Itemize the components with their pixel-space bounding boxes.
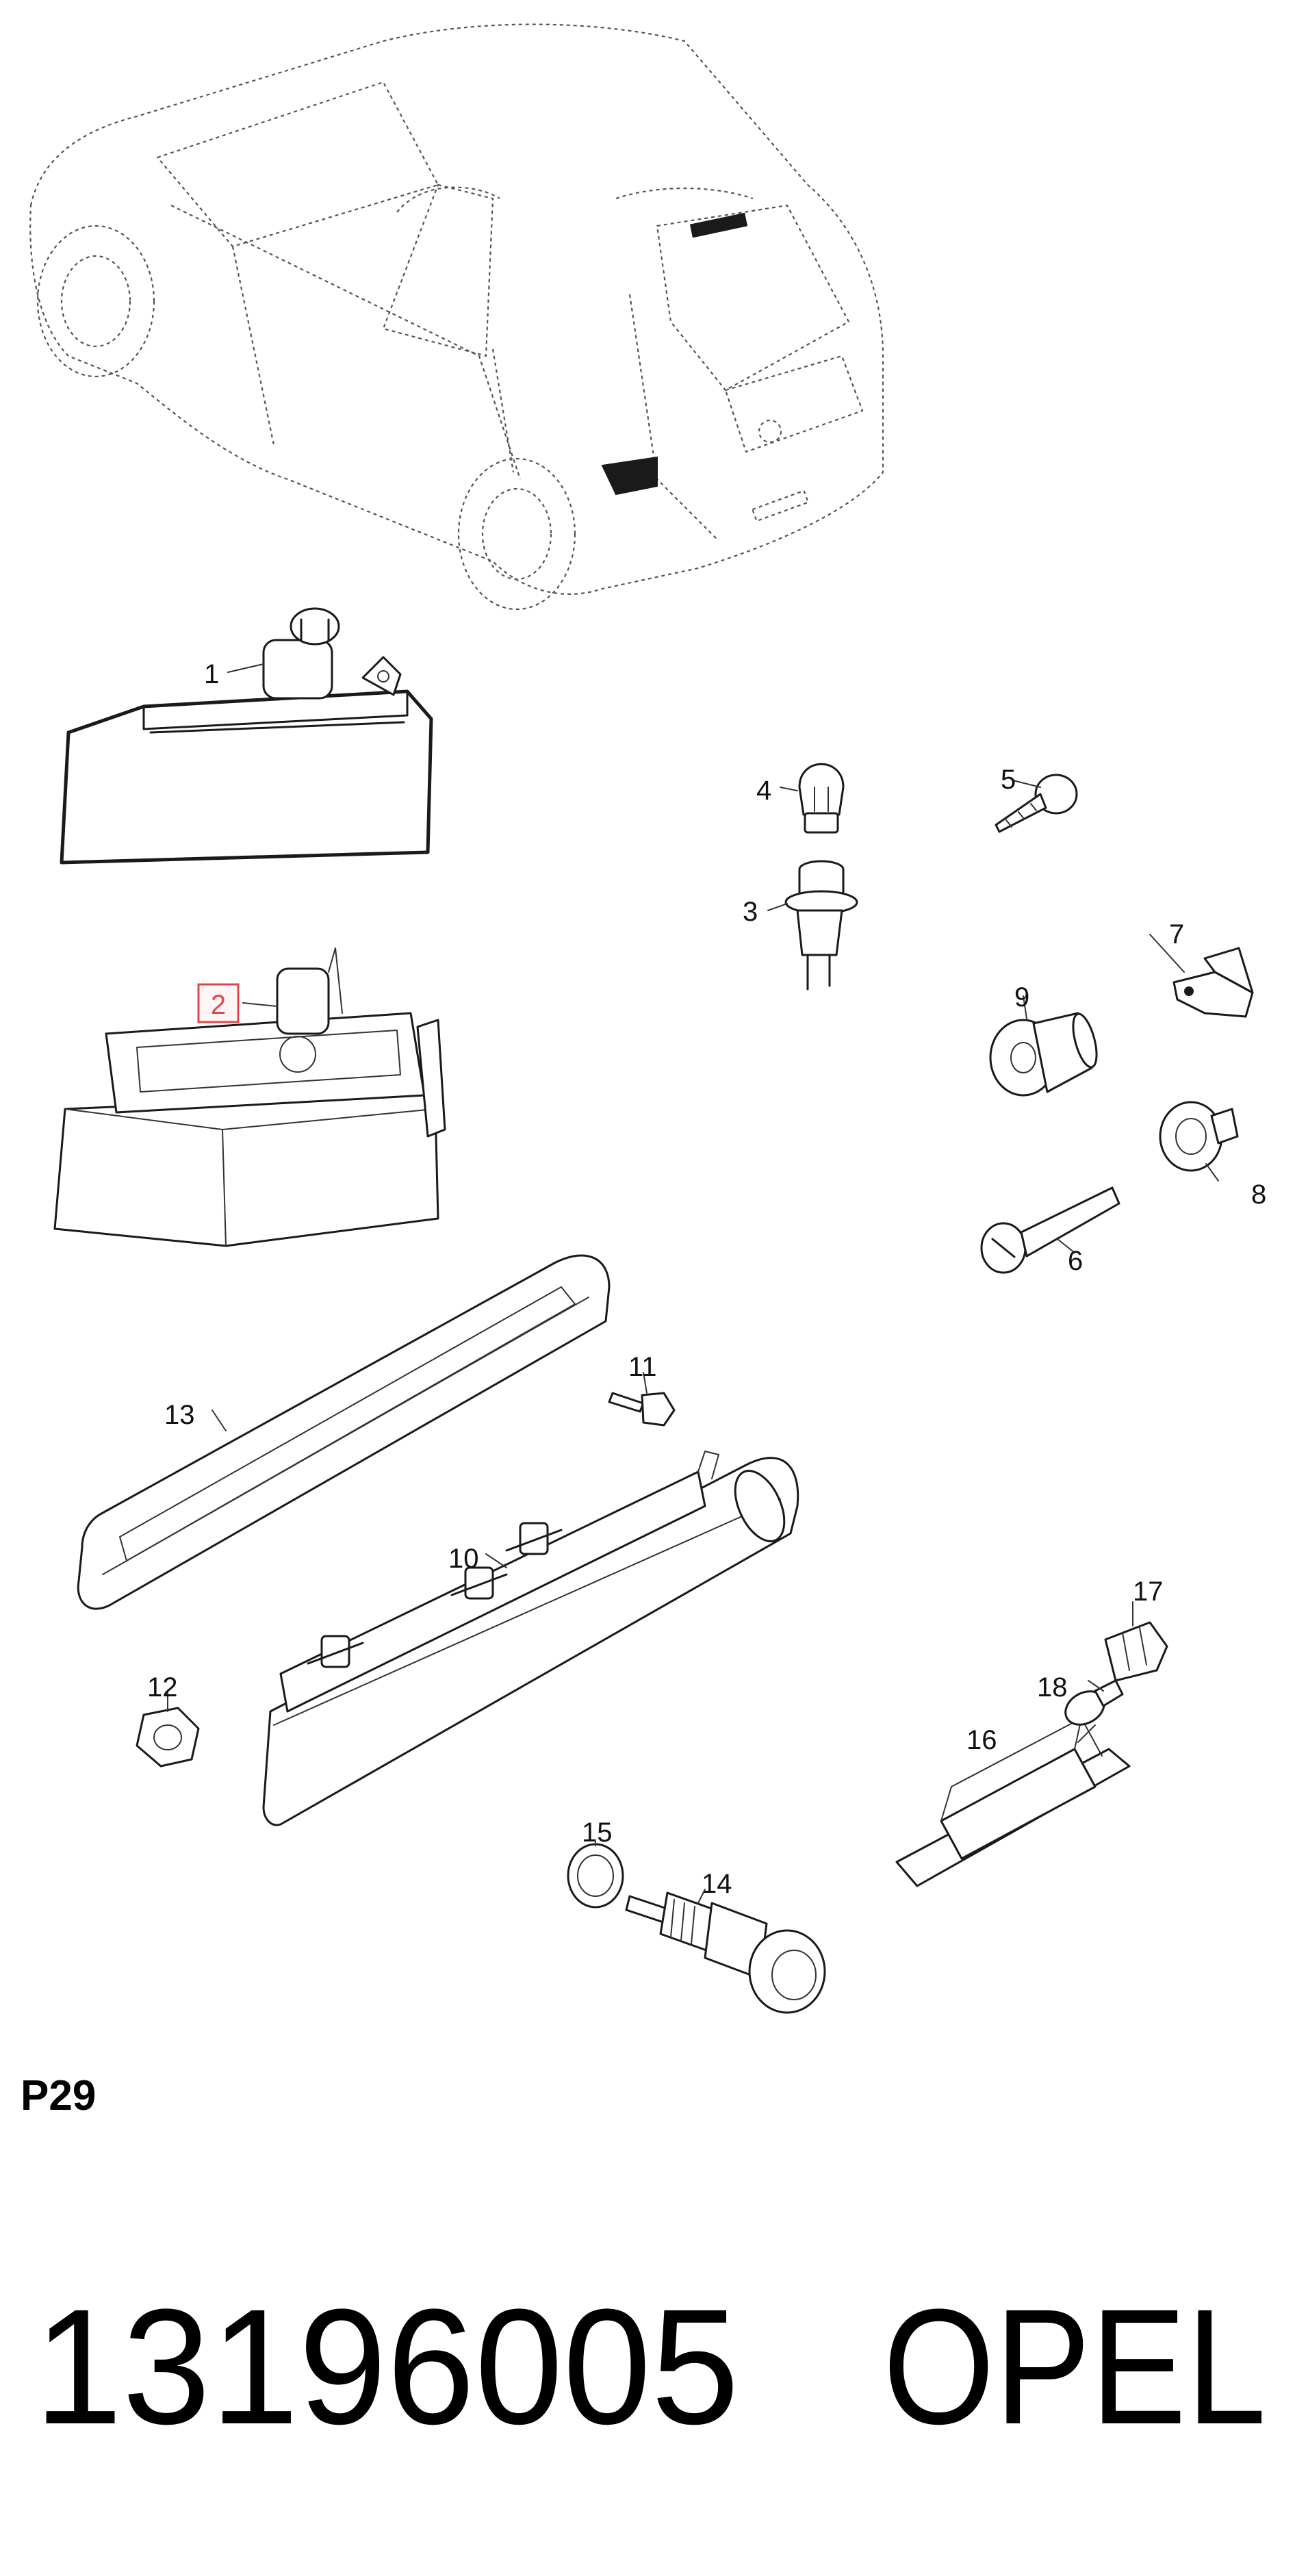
- callout-16: 16: [966, 1725, 997, 1755]
- part-3-bulb-holder: [784, 860, 858, 991]
- callout-17: 17: [1133, 1577, 1164, 1607]
- part-5-screw: [995, 774, 1078, 833]
- callout-7: 7: [1169, 919, 1184, 949]
- part-4-bulb: [798, 763, 845, 834]
- callout-8: 8: [1251, 1179, 1266, 1210]
- callout-9: 9: [1014, 982, 1029, 1012]
- part-8-grommet: [1159, 1101, 1239, 1172]
- callout-11: 11: [628, 1352, 657, 1382]
- part-14-switch: [625, 1891, 826, 2014]
- part-13-lamp-cover: [77, 1254, 611, 1610]
- part-2-tail-lamp-assembly: [53, 947, 446, 1247]
- page-code: P29: [21, 2072, 96, 2119]
- part-6-bolt: [980, 1186, 1120, 1274]
- callout-5: 5: [1001, 765, 1016, 795]
- callout-15: 15: [582, 1818, 613, 1848]
- part-10-stop-lamp: [262, 1451, 799, 1826]
- callout-18: 18: [1037, 1672, 1068, 1703]
- part-1-tail-lamp-assembly: [60, 607, 433, 865]
- part-16-licence-plate-lamp: [895, 1718, 1131, 1887]
- part-11-bolt: [608, 1392, 676, 1427]
- callout-3: 3: [743, 897, 758, 927]
- leader-lines: [167, 663, 1219, 1904]
- callout-13: 13: [164, 1400, 195, 1430]
- callout-1: 1: [204, 659, 219, 689]
- callout-labels: 1 2 3 4 5 6 7 8 9 10 11 12 13 14 15 16 1…: [147, 659, 1266, 1899]
- callout-6: 6: [1068, 1246, 1083, 1276]
- part-17-bulb-socket: [1104, 1621, 1168, 1682]
- vehicle-outline: [29, 23, 884, 611]
- callout-2: 2: [211, 990, 226, 1020]
- callout-4: 4: [756, 776, 771, 806]
- callout-10: 10: [448, 1544, 479, 1574]
- part-number: 13196005: [34, 2275, 739, 2458]
- part-9-rubber-grommet: [989, 1012, 1098, 1097]
- callout-2-highlight-box: [197, 983, 240, 1023]
- part-15-seal-ring: [567, 1843, 624, 1909]
- callout-12: 12: [147, 1672, 178, 1703]
- part-7-clip: [1172, 947, 1254, 1018]
- callout-14: 14: [702, 1869, 732, 1899]
- brand-name: OPEL: [883, 2275, 1266, 2458]
- part-12-nut: [136, 1707, 200, 1768]
- part-18-bulb: [1064, 1679, 1124, 1726]
